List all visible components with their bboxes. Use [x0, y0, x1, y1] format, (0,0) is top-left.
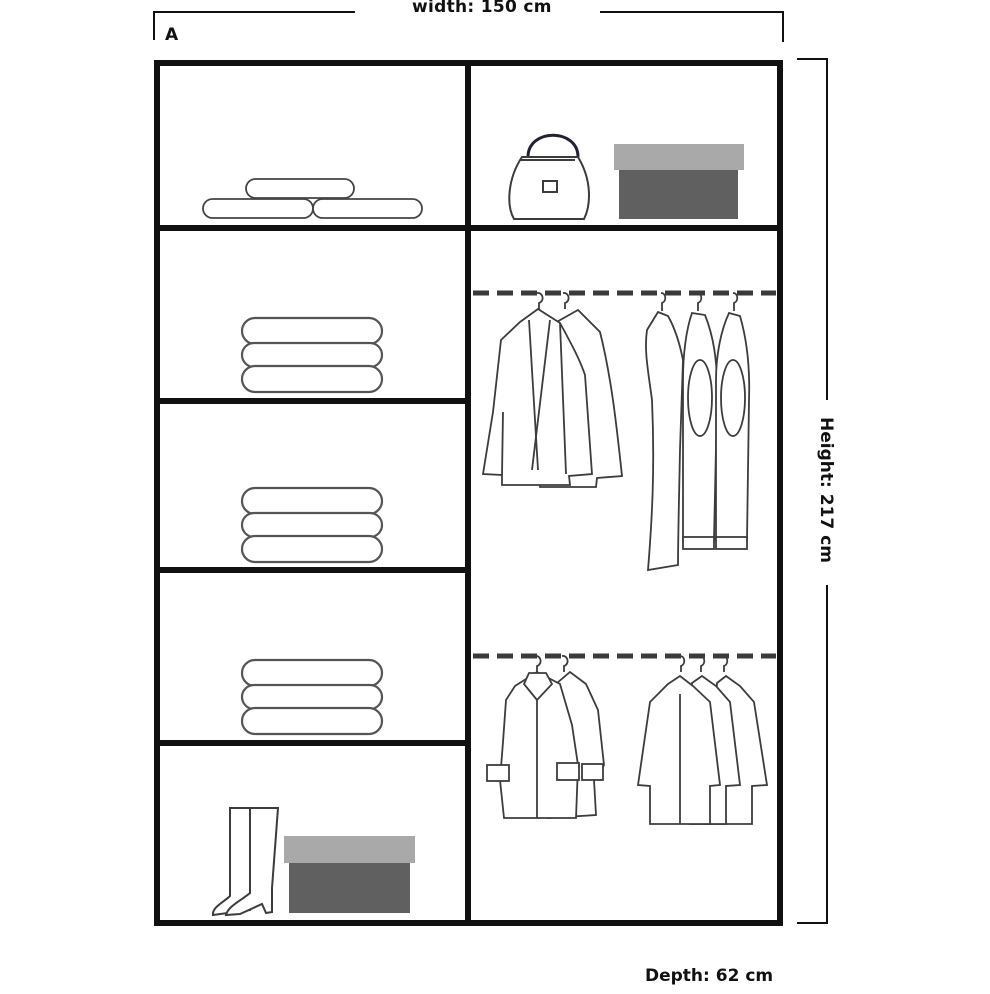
shirts-icon: [636, 655, 769, 825]
towels-stack-2: [240, 486, 384, 564]
wardrobe-frame: [154, 60, 783, 926]
boots-icon: [211, 807, 280, 917]
towels-stack-1: [240, 316, 384, 394]
depth-label: Depth: 62 cm: [645, 966, 774, 986]
handbag-icon: [508, 133, 590, 220]
vests-icon: [645, 292, 751, 572]
section-label: A: [165, 25, 179, 45]
storage-box-icon: [614, 144, 744, 219]
width-dimension-line: [153, 11, 784, 42]
width-label: width: 150 cm: [412, 0, 552, 17]
long-coats-icon: [481, 292, 623, 488]
winter-coats-icon: [486, 655, 605, 819]
towels-stack-3: [240, 658, 384, 736]
height-label: Height: 217 cm: [816, 417, 836, 563]
folded-blankets-icon: [202, 178, 423, 219]
storage-box-icon: [284, 836, 415, 913]
height-dimension-line: [797, 58, 828, 924]
